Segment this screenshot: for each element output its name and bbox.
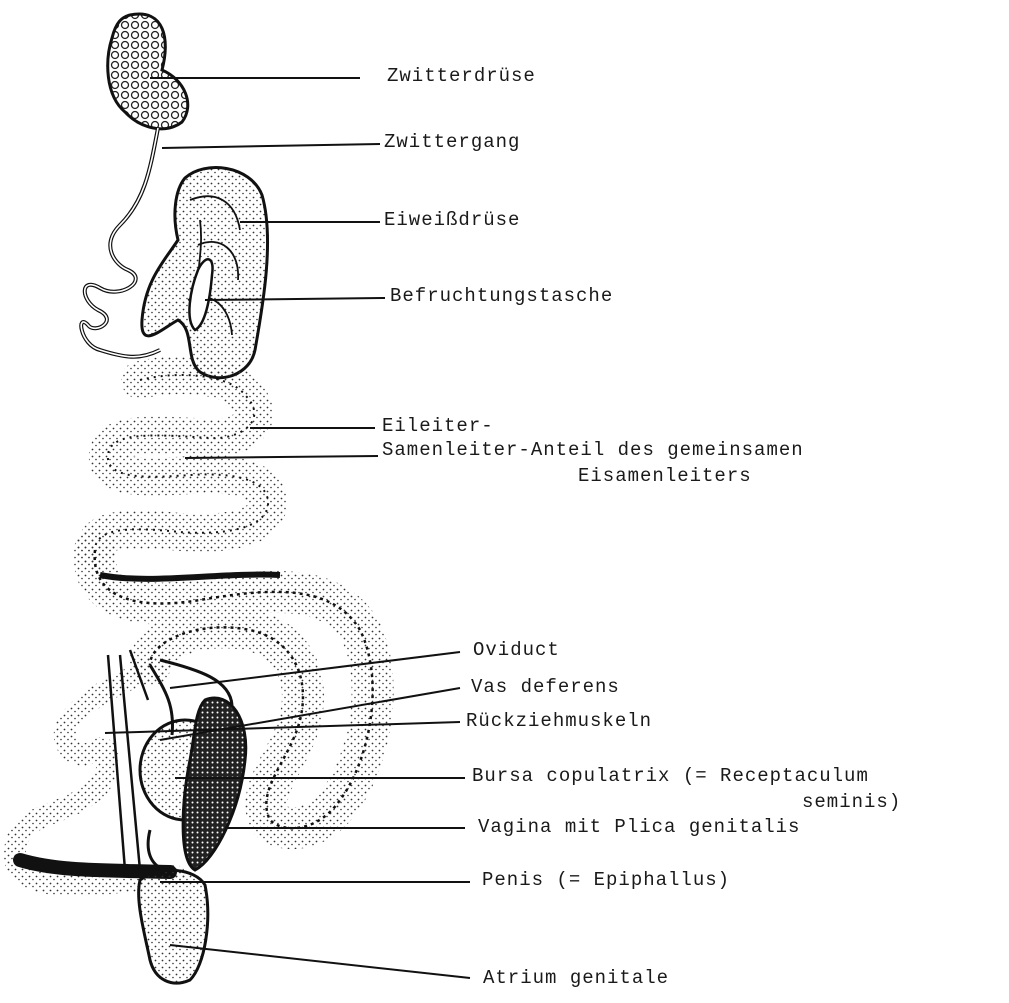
label-zwittergang: Zwittergang [384, 130, 520, 154]
spermoviduct-upper [95, 375, 268, 550]
label-rueckziehmuskeln: Rückziehmuskeln [466, 709, 652, 733]
label-eisamenleiters: Eisamenleiters [578, 464, 752, 488]
atrium-genitale-shape [139, 870, 208, 983]
label-oviduct: Oviduct [473, 638, 560, 662]
label-bursa-copulatrix: Bursa copulatrix (= Receptaculum [472, 764, 869, 788]
label-bursa-seminis: seminis) [802, 790, 901, 814]
label-befruchtungstasche: Befruchtungstasche [390, 284, 613, 308]
label-atrium-genitale: Atrium genitale [483, 966, 669, 990]
label-zwitterdruese: Zwitterdrüse [387, 64, 536, 88]
zwitterdruese-shape [108, 14, 188, 129]
label-samenleiter: Samenleiter-Anteil des gemeinsamen [382, 438, 804, 462]
label-vagina: Vagina mit Plica genitalis [478, 815, 800, 839]
label-penis: Penis (= Epiphallus) [482, 868, 730, 892]
label-eileiter: Eileiter- [382, 414, 494, 438]
label-eiweissdruese: Eiweißdrüse [384, 208, 520, 232]
label-vas-deferens: Vas deferens [471, 675, 620, 699]
